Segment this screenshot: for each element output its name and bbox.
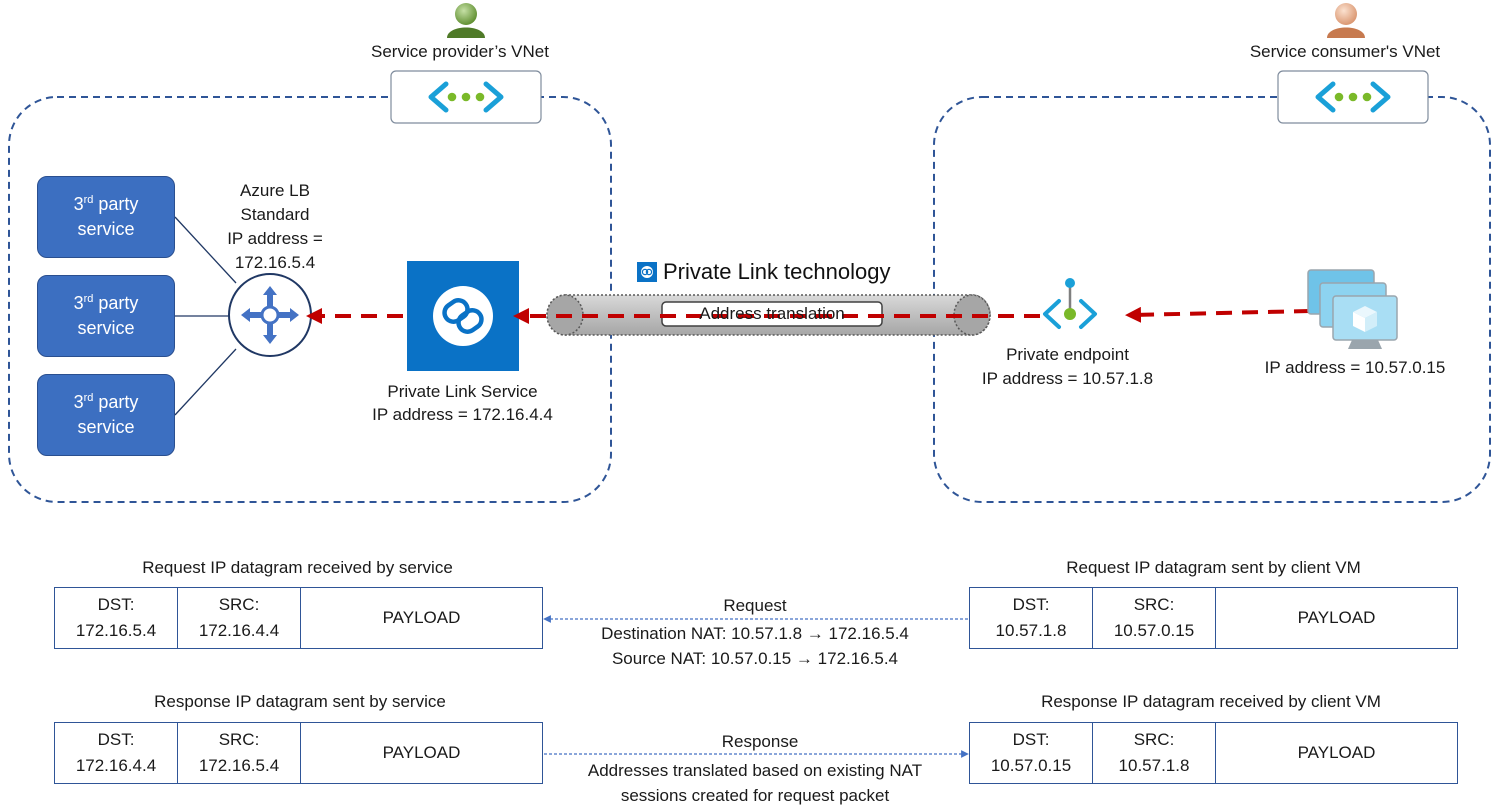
response-arrow-label: Response [721, 732, 799, 751]
request-nat-notes: Destination NAT: 10.57.1.8 → 172.16.5.4 … [601, 624, 909, 668]
response-received-datagram: DST:10.57.0.15 SRC:10.57.1.8 PAYLOAD [969, 722, 1458, 784]
private-endpoint-icon [1043, 278, 1097, 329]
provider-vnet-label: Service provider’s VNet [371, 42, 549, 61]
response-sent-title: Response IP datagram sent by service [154, 692, 446, 711]
request-received-datagram: DST:172.16.5.4 SRC:172.16.4.4 PAYLOAD [54, 587, 543, 649]
third-party-service: 3rd party service [37, 374, 175, 456]
vm-ip-label: IP address = 10.57.0.15 [1264, 358, 1446, 377]
service-connector [174, 348, 237, 416]
private-link-service-label: Private Link Service IP address = 172.16… [372, 382, 553, 424]
request-received-title: Request IP datagram received by service [142, 558, 453, 577]
payload-cell: PAYLOAD [1297, 608, 1376, 627]
vm-stack-icon [1307, 269, 1398, 349]
third-party-service: 3rd party service [37, 275, 175, 357]
response-notes: Addresses translated based on existing N… [587, 761, 923, 805]
flow-arrow [1125, 306, 1311, 323]
dst-cell: DST:10.57.1.8 [970, 588, 1093, 648]
consumer-vnet-label: Service consumer's VNet [1249, 42, 1441, 61]
load-balancer-label: Azure LB Standard IP address = 172.16.5.… [227, 181, 323, 272]
request-arrow-label: Request [723, 596, 787, 615]
person-peach-icon [1327, 3, 1365, 38]
load-balancer-icon [228, 273, 312, 357]
dst-cell: DST:10.57.0.15 [970, 723, 1093, 783]
private-endpoint-label: Private endpoint IP address = 10.57.1.8 [981, 345, 1154, 388]
request-sent-datagram: DST:10.57.1.8 SRC:10.57.0.15 PAYLOAD [969, 587, 1458, 649]
vnet-icon [1277, 70, 1429, 124]
private-link-icon [407, 261, 519, 371]
payload-cell: PAYLOAD [382, 608, 461, 627]
dst-cell: DST:172.16.5.4 [55, 588, 178, 648]
src-cell: SRC:10.57.1.8 [1093, 723, 1216, 783]
private-link-title: Private Link technology [663, 259, 891, 284]
src-cell: SRC:172.16.4.4 [178, 588, 301, 648]
address-translation-label: Address translation [699, 304, 845, 323]
response-sent-datagram: DST:172.16.4.4 SRC:172.16.5.4 PAYLOAD [54, 722, 543, 784]
dst-cell: DST:172.16.4.4 [55, 723, 178, 783]
src-cell: SRC:10.57.0.15 [1093, 588, 1216, 648]
payload-cell: PAYLOAD [1297, 743, 1376, 762]
service-connector [174, 216, 237, 284]
third-party-service: 3rd party service [37, 176, 175, 258]
private-link-small-icon [637, 262, 657, 282]
consumer-vnet-boundary [933, 96, 1491, 503]
person-green-icon [447, 3, 485, 38]
payload-cell: PAYLOAD [382, 743, 461, 762]
vnet-icon [390, 70, 542, 124]
request-sent-title: Request IP datagram sent by client VM [1066, 558, 1361, 577]
response-received-title: Response IP datagram received by client … [1041, 692, 1381, 711]
src-cell: SRC:172.16.5.4 [178, 723, 301, 783]
